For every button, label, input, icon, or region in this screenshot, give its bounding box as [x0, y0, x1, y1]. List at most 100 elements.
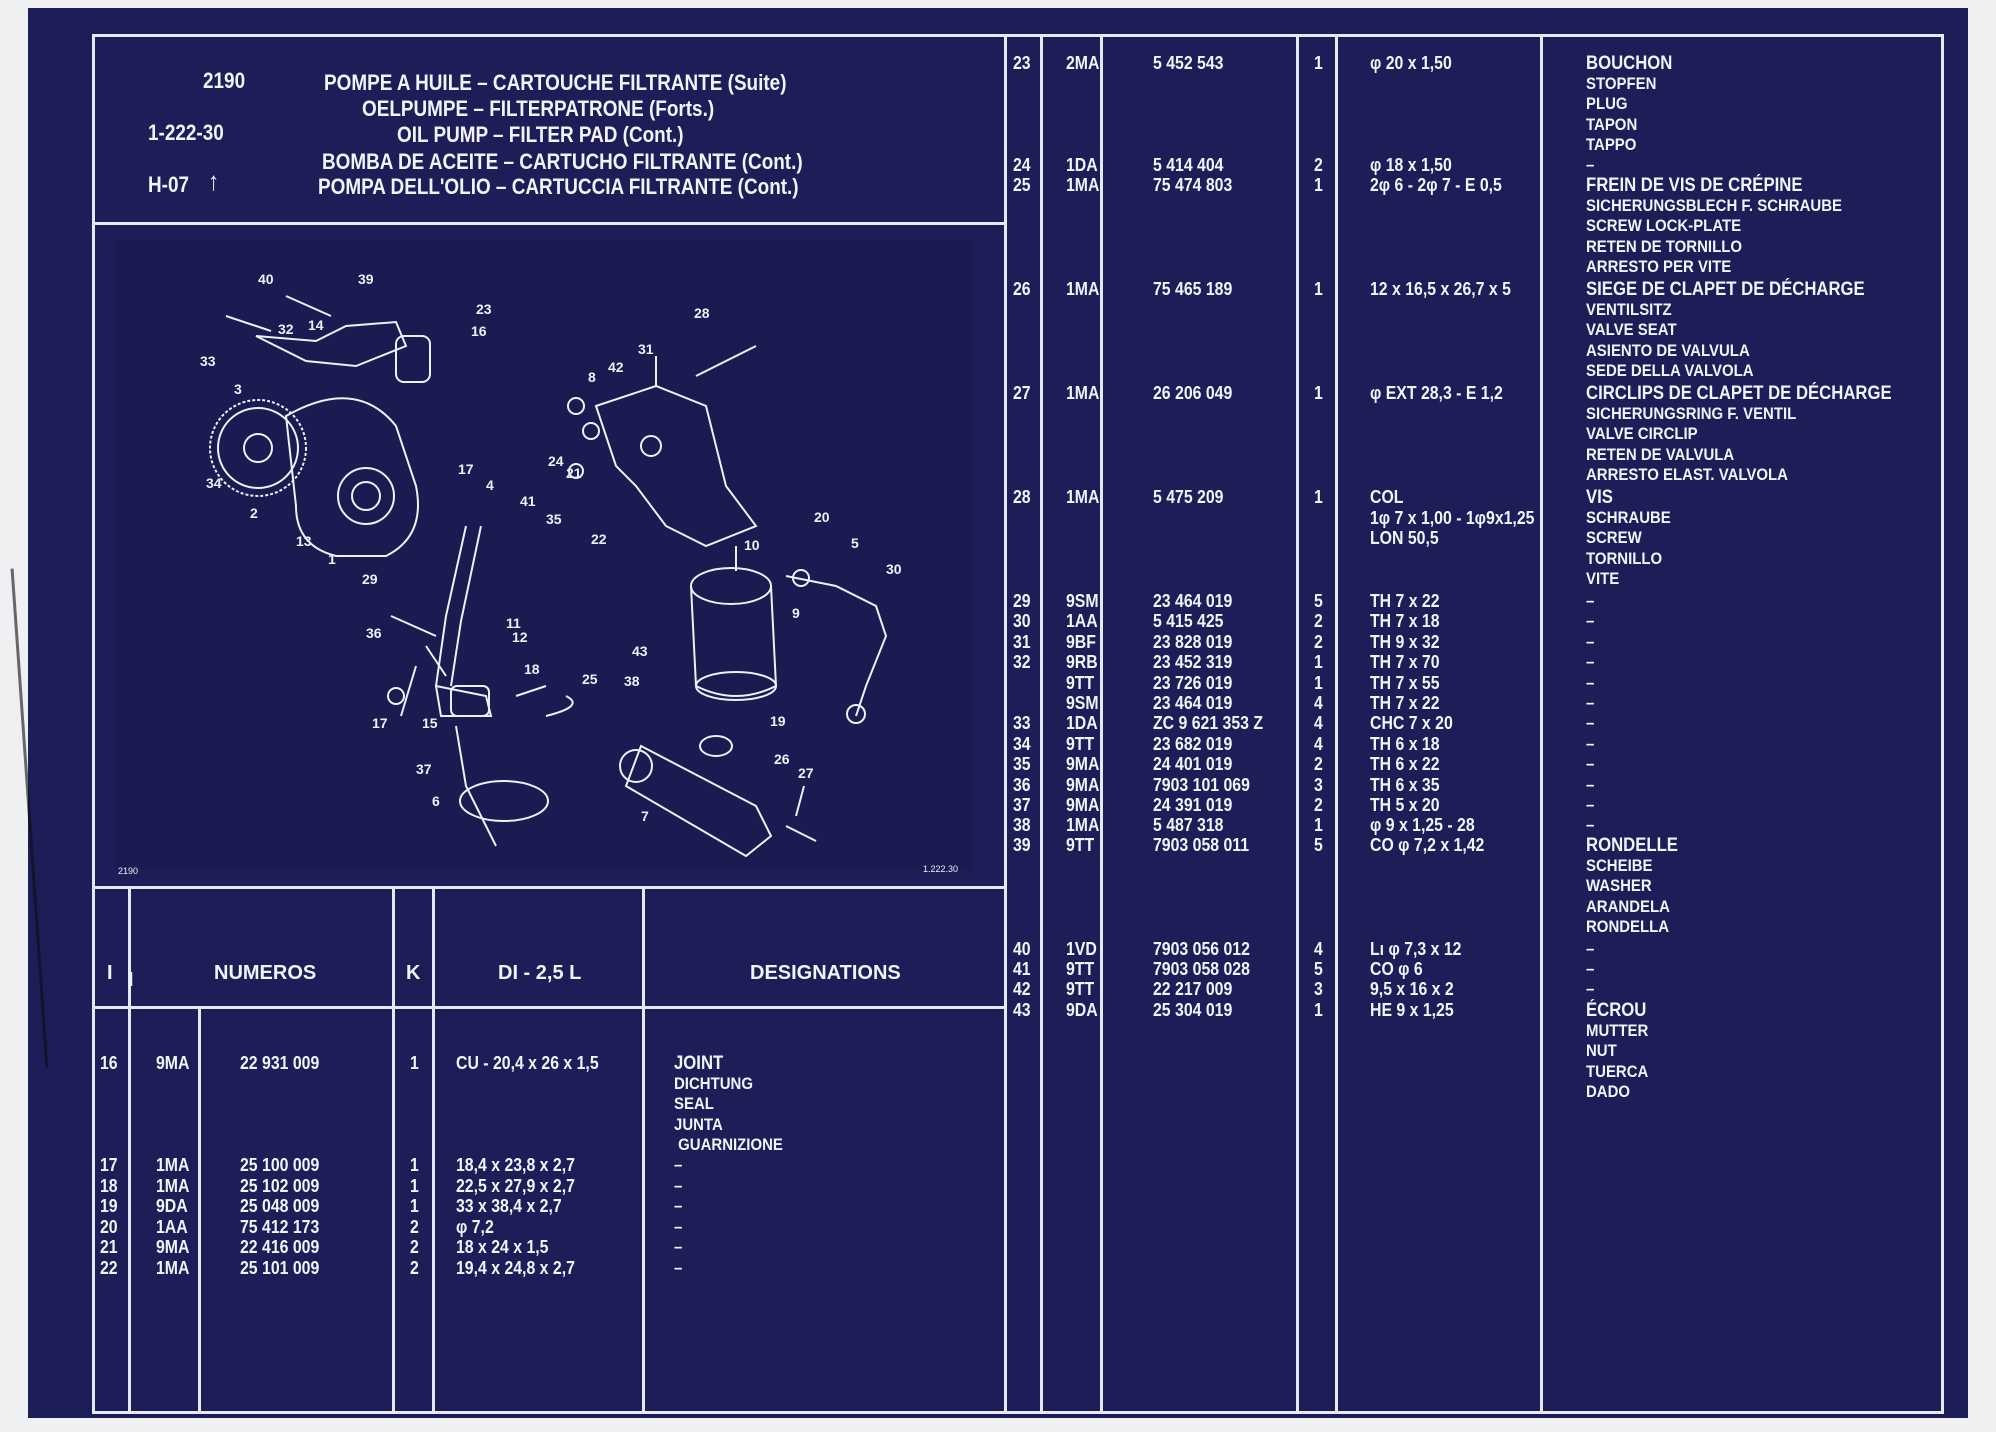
row-code: 9RB	[1066, 652, 1098, 672]
row-spec: 18 x 24 x 1,5	[456, 1237, 549, 1257]
row-part-number: 75 474 803	[1153, 175, 1233, 195]
row-designation: RONDELLE	[1586, 835, 1678, 856]
row-qty: 1	[410, 1053, 419, 1073]
left-col-5	[642, 886, 645, 1414]
callout: 8	[588, 369, 596, 385]
row-designation: SCHEIBE	[1586, 855, 1653, 875]
row-code: 9DA	[156, 1196, 188, 1216]
row-index: 34	[1013, 734, 1031, 754]
row-spec: φ 7,2	[456, 1216, 494, 1237]
row-code: 9TT	[1066, 835, 1095, 855]
row-designation: RETEN DE VALVULA	[1586, 444, 1735, 464]
row-qty: 2	[410, 1257, 419, 1278]
outer-frame	[92, 34, 1944, 1414]
row-designation: TAPPO	[1586, 135, 1637, 154]
row-qty: 4	[1314, 734, 1323, 754]
callout: 4	[486, 477, 494, 493]
row-part-number: 75 465 189	[1153, 279, 1233, 299]
row-index: 20	[100, 1216, 118, 1237]
callout: 10	[744, 537, 760, 553]
callout: 14	[308, 317, 324, 333]
row-spec: CO φ 6	[1370, 959, 1423, 979]
row-qty: 1	[1314, 815, 1323, 835]
row-qty: 1	[410, 1175, 419, 1196]
row-designation: –	[1586, 775, 1595, 794]
row-code: 9TT	[1066, 979, 1095, 999]
row-index: 26	[1013, 279, 1031, 299]
row-spec: TH 6 x 18	[1370, 734, 1440, 754]
row-qty: 1	[410, 1196, 419, 1216]
callout: 37	[416, 761, 432, 777]
table-header-rule	[92, 1006, 1006, 1009]
row-part-number: 5 487 318	[1153, 815, 1224, 835]
divider-num	[1100, 34, 1103, 1414]
row-designation: JUNTA	[674, 1114, 723, 1134]
callout: 5	[851, 535, 859, 551]
row-index: 25	[1013, 175, 1031, 195]
row-spec: TH 7 x 55	[1370, 673, 1440, 693]
row-index: 35	[1013, 754, 1031, 774]
callout: 27	[798, 765, 814, 781]
row-code: 9DA	[1066, 1000, 1098, 1020]
row-designation: –	[674, 1216, 683, 1236]
callout: 3	[234, 381, 242, 397]
row-code: 2MA	[1066, 53, 1100, 73]
diagram-corner-right: 1.222.30	[923, 864, 958, 874]
callout: 41	[520, 493, 536, 509]
header-ref: 1-222-30	[148, 120, 224, 145]
row-designation: VALVE CIRCLIP	[1586, 424, 1698, 443]
row-code: 9MA	[156, 1237, 190, 1257]
row-part-number: 5 415 425	[1153, 611, 1224, 631]
row-code: 9BF	[1066, 632, 1096, 652]
row-part-number: 22 931 009	[240, 1053, 320, 1073]
row-index: 23	[1013, 53, 1031, 73]
row-designation: NUT	[1586, 1041, 1617, 1060]
row-code: 9TT	[1066, 673, 1095, 693]
row-code: 1MA	[1066, 175, 1100, 195]
row-index: 19	[100, 1196, 118, 1216]
row-designation: GUARNIZIONE	[674, 1135, 783, 1154]
row-designation: –	[1586, 652, 1595, 671]
row-qty: 1	[1314, 1000, 1323, 1020]
callout: 32	[278, 321, 294, 337]
row-qty: 4	[1314, 713, 1323, 733]
row-designation: ÉCROU	[1586, 1000, 1647, 1021]
col-header-k: K	[406, 962, 421, 984]
row-designation: JOINT	[674, 1053, 724, 1074]
row-code: 1MA	[1066, 383, 1100, 403]
row-spec: φ EXT 28,3 - E 1,2	[1370, 383, 1503, 403]
row-part-number: 24 391 019	[1153, 795, 1233, 815]
row-part-number: 25 100 009	[240, 1155, 320, 1175]
row-part-number: 23 682 019	[1153, 734, 1233, 754]
callout: 17	[458, 461, 474, 477]
row-index: 16	[100, 1053, 118, 1073]
callout: 9	[792, 605, 800, 621]
row-index: 37	[1013, 795, 1031, 815]
row-designation: VIS	[1586, 487, 1613, 508]
row-designation: ARANDELA	[1586, 896, 1670, 916]
row-designation: VALVE SEAT	[1586, 320, 1677, 339]
row-designation: –	[1586, 939, 1595, 958]
header-code: 2190	[203, 68, 246, 93]
row-part-number: 23 464 019	[1153, 693, 1233, 713]
row-part-number: 5 414 404	[1153, 155, 1224, 175]
callout: 7	[641, 808, 649, 824]
row-part-number: 26 206 049	[1153, 383, 1233, 403]
row-qty: 1	[1314, 487, 1323, 507]
callout: 12	[512, 629, 528, 645]
callout: 28	[694, 305, 710, 321]
row-designation: SICHERUNGSBLECH F. SCHRAUBE	[1586, 195, 1843, 215]
row-designation: –	[1586, 693, 1595, 712]
col-header-numeros: NUMEROS	[214, 962, 317, 984]
row-designation: –	[674, 1237, 683, 1256]
row-part-number: 24 401 019	[1153, 754, 1233, 774]
callout: 19	[770, 713, 786, 729]
row-part-number: 7903 058 028	[1153, 959, 1250, 979]
row-spec: TH 7 x 22	[1370, 693, 1440, 713]
row-designation: DADO	[1586, 1082, 1631, 1101]
callout: 31	[638, 341, 654, 357]
col-header-model: DI - 2,5 L	[498, 962, 582, 984]
row-designation: MUTTER	[1586, 1020, 1649, 1040]
row-designation: –	[1586, 795, 1595, 814]
row-qty: 1	[1314, 279, 1323, 299]
